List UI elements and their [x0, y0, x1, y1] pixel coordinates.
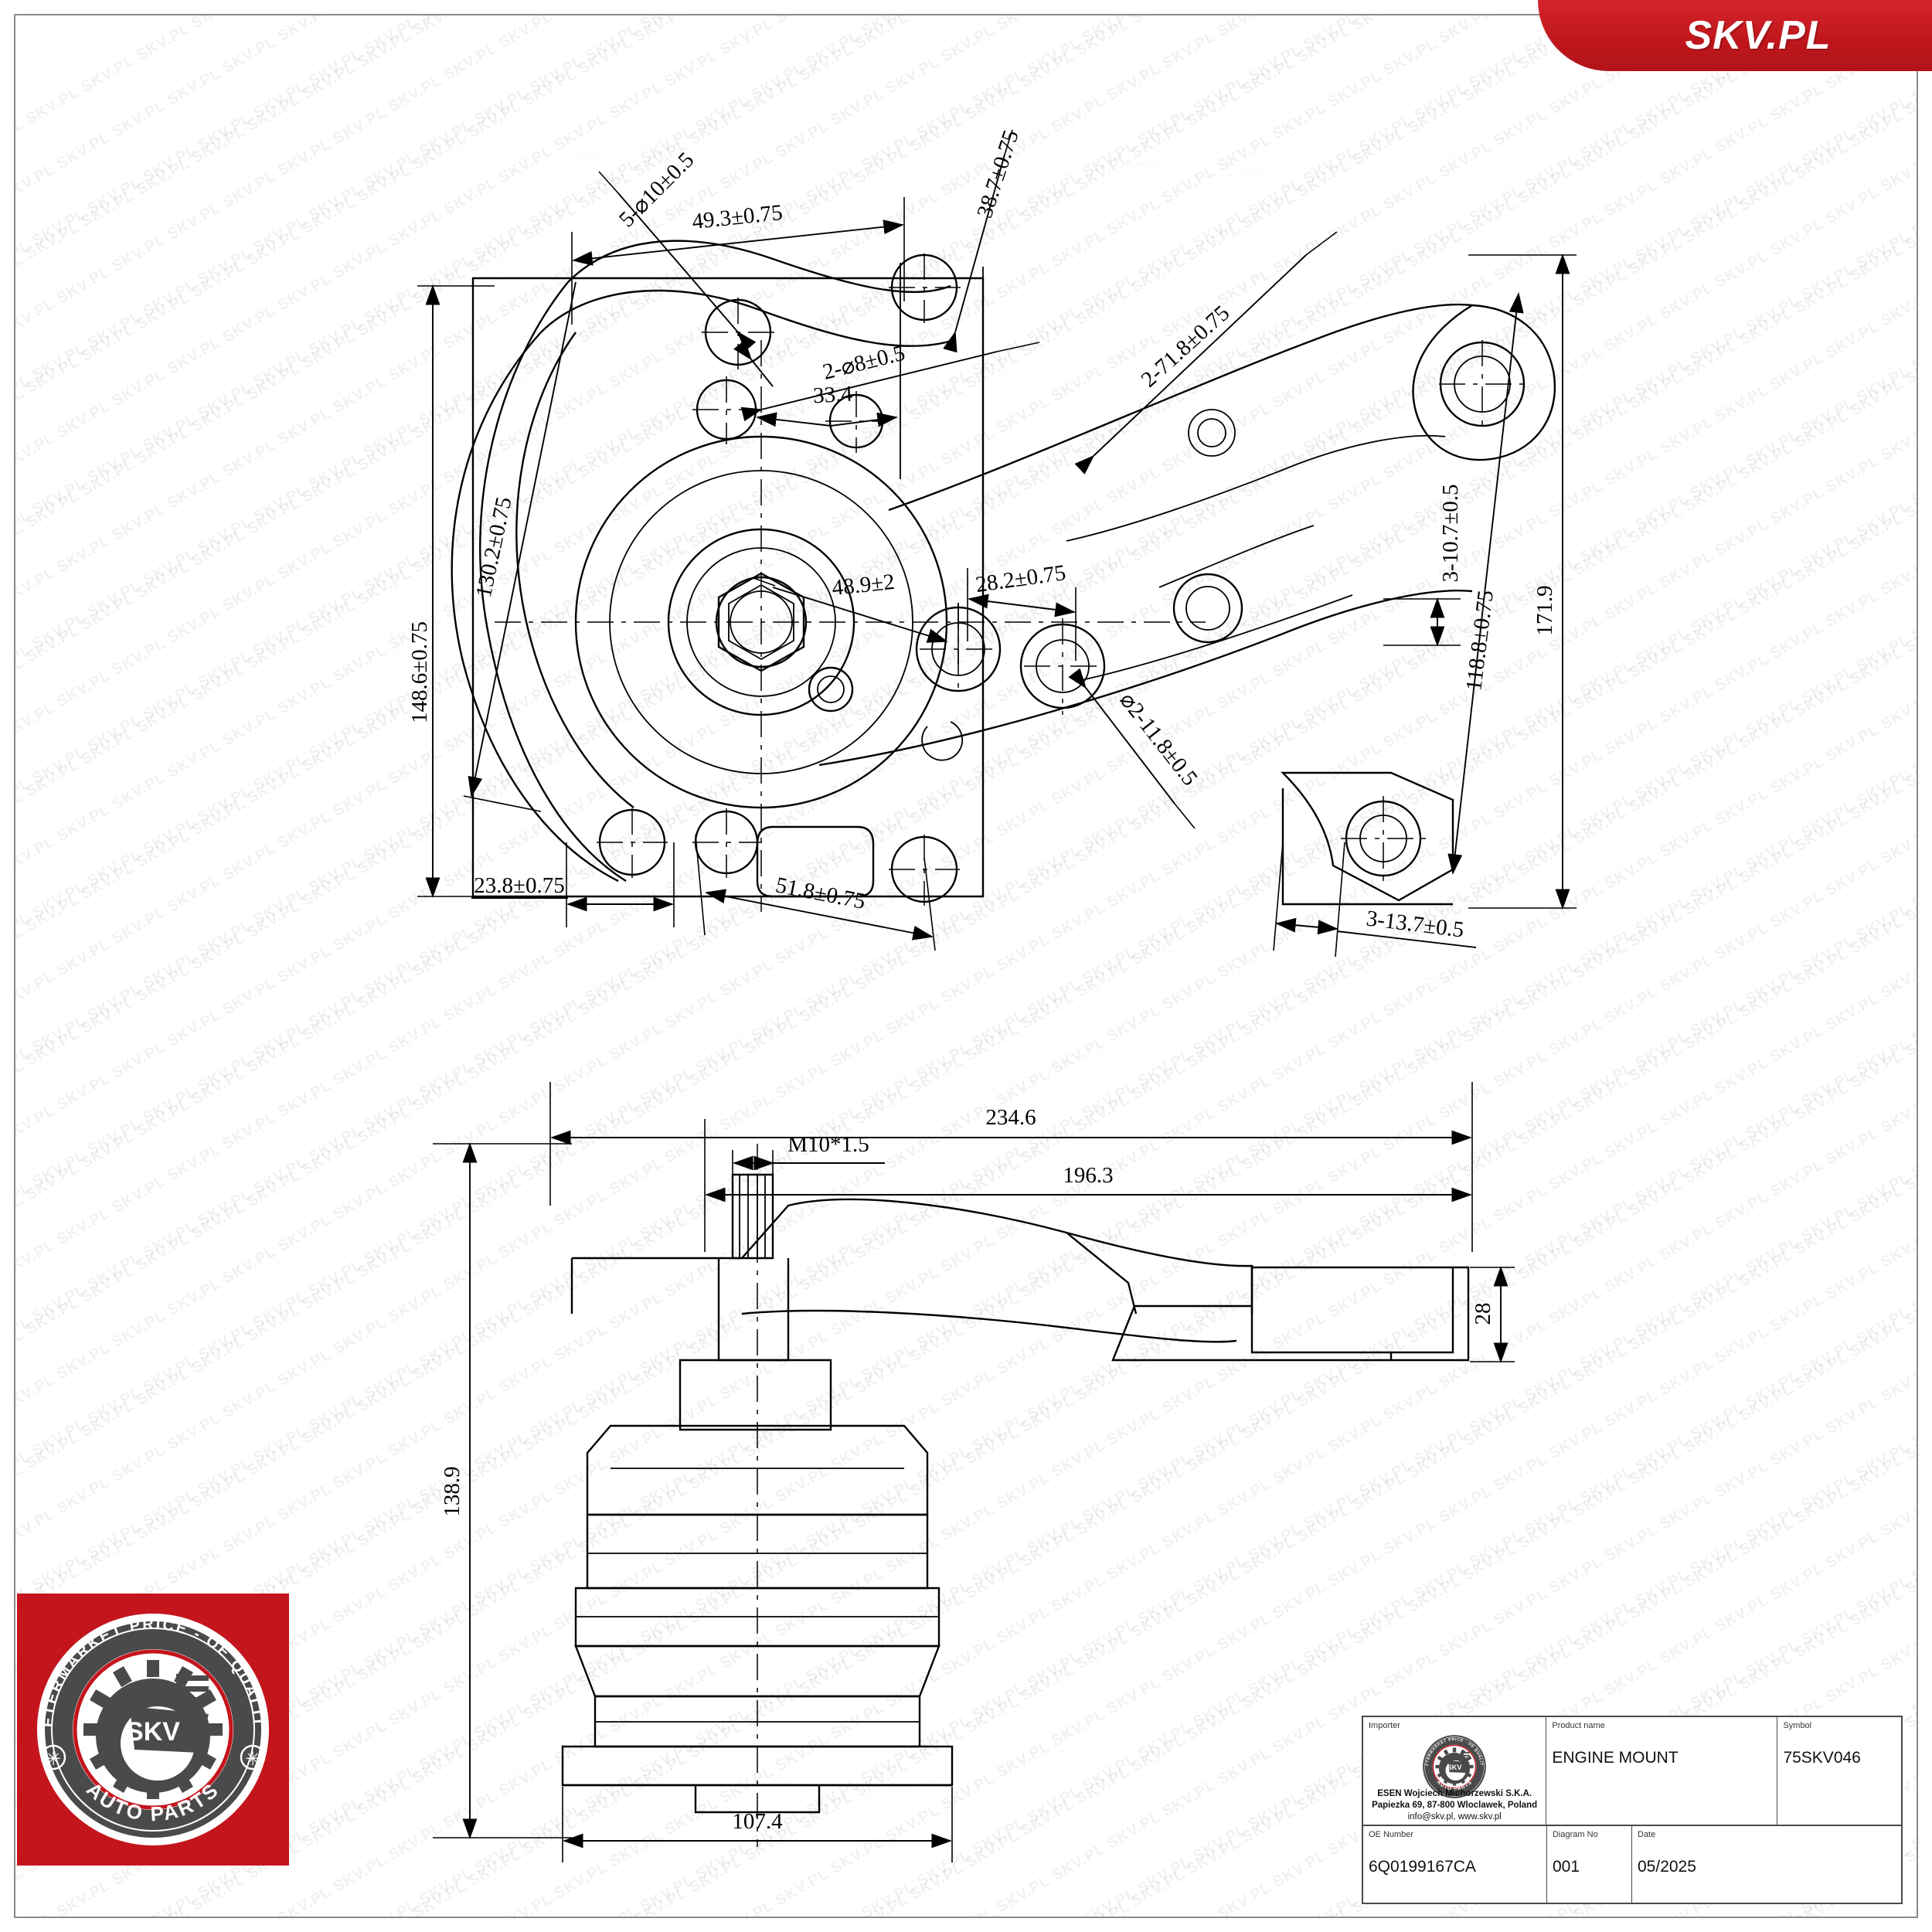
oe-value: 6Q0199167CA	[1369, 1857, 1476, 1876]
importer-address: Papiezka 69, 87-800 Wloclawek, Poland	[1372, 1800, 1538, 1810]
importer-seal-center-text: SKV	[1447, 1764, 1463, 1771]
dim-234p6: 234.6	[985, 1105, 1036, 1130]
svg-text:✳: ✳	[46, 1749, 61, 1770]
dim-m10: M10*1.5	[787, 1132, 869, 1157]
dim-33p4: 33.4	[812, 382, 853, 409]
asterisk-icons: ✳ ✳	[40, 1744, 266, 1770]
dim-196p3: 196.3	[1063, 1163, 1113, 1188]
date-value: 05/2025	[1638, 1857, 1696, 1876]
importer-company: ESEN Wojciech Michorzewski S.K.A.	[1377, 1788, 1532, 1798]
dim-3x13p7: 3-13.7±0.5	[1365, 906, 1465, 942]
title-block-row-top: Importer	[1363, 1717, 1901, 1826]
dim-130p2: 130.2±0.75	[471, 495, 517, 600]
dim-49p3: 49.3±0.75	[691, 200, 784, 234]
product-value: ENGINE MOUNT	[1552, 1749, 1679, 1767]
title-block-cell-importer: Importer	[1363, 1717, 1547, 1825]
skvpl-brand-text: SKV.PL	[1685, 13, 1832, 58]
diagram-label: Diagram No	[1553, 1829, 1598, 1839]
date-label: Date	[1638, 1829, 1656, 1839]
symbol-label: Symbol	[1783, 1721, 1812, 1730]
importer-address-block: ESEN Wojciech Michorzewski S.K.A. Papiez…	[1363, 1788, 1546, 1823]
dim-148p6: 148.6±0.75	[407, 621, 432, 723]
seal-center-text: SKV	[126, 1717, 180, 1747]
side-view-geometry	[561, 1144, 1470, 1847]
dim-28: 28	[1471, 1303, 1495, 1325]
importer-label: Importer	[1369, 1721, 1400, 1730]
dim-2x71p8: 2-71.8±0.75	[1137, 301, 1235, 393]
dim-118p8: 118.8±0.75	[1461, 589, 1498, 692]
gear-icon	[83, 1660, 223, 1799]
brand-seal-logo: SKV AFTERMARKET PRICE - OE QUALITY AUTO …	[17, 1594, 289, 1866]
importer-contact: info@skv.pl, www.skv.pl	[1407, 1811, 1502, 1821]
title-block-cell-oe-number: OE Number 6Q0199167CA	[1363, 1825, 1547, 1903]
dim-38p7: 38.7±0.75	[972, 127, 1024, 221]
title-block-cell-product: Product name ENGINE MOUNT	[1546, 1717, 1778, 1825]
importer-seal-logo: SKV AFTERMARKET PRICE - OE QUALITY AUTO …	[1417, 1730, 1490, 1802]
ghost-outlines	[232, 116, 1638, 1801]
diagram-value: 001	[1553, 1857, 1580, 1876]
title-block-cell-diagram-no: Diagram No 001	[1547, 1825, 1632, 1903]
product-label: Product name	[1552, 1721, 1605, 1730]
top-view-dimensions: 148.6±0.75 130.2±0.75 5-⌀10±0.5 49.3±0.7…	[407, 127, 1577, 957]
svg-text:✳: ✳	[245, 1749, 260, 1770]
title-block-row-bottom: OE Number 6Q0199167CA Diagram No 001 Dat…	[1363, 1825, 1901, 1903]
oe-label: OE Number	[1369, 1829, 1414, 1839]
dim-138p9: 138.9	[440, 1466, 464, 1516]
sheet-border	[14, 14, 1918, 1918]
dim-dia2x11p8: ⌀2-11.8±0.5	[1114, 688, 1202, 791]
dim-28p2: 28.2±0.75	[974, 560, 1067, 597]
skvpl-brand-banner: SKV.PL	[1538, 0, 1932, 71]
dim-23p8: 23.8±0.75	[474, 873, 564, 898]
side-view-dimensions: 234.6 196.3 M10*1.5 28 138.9	[433, 1082, 1515, 1862]
dim-3x10p7: 3-10.7±0.5	[1438, 484, 1463, 582]
title-block-cell-symbol: Symbol 75SKV046	[1777, 1717, 1901, 1825]
title-block-cell-date: Date 05/2025	[1632, 1826, 1717, 1903]
dim-171p9: 171.9	[1532, 585, 1557, 635]
dim-2xdia8: 2-⌀8±0.5	[820, 341, 907, 385]
title-block: Importer	[1362, 1716, 1903, 1904]
dim-107p4: 107.4	[732, 1809, 783, 1834]
symbol-value: 75SKV046	[1783, 1749, 1861, 1767]
